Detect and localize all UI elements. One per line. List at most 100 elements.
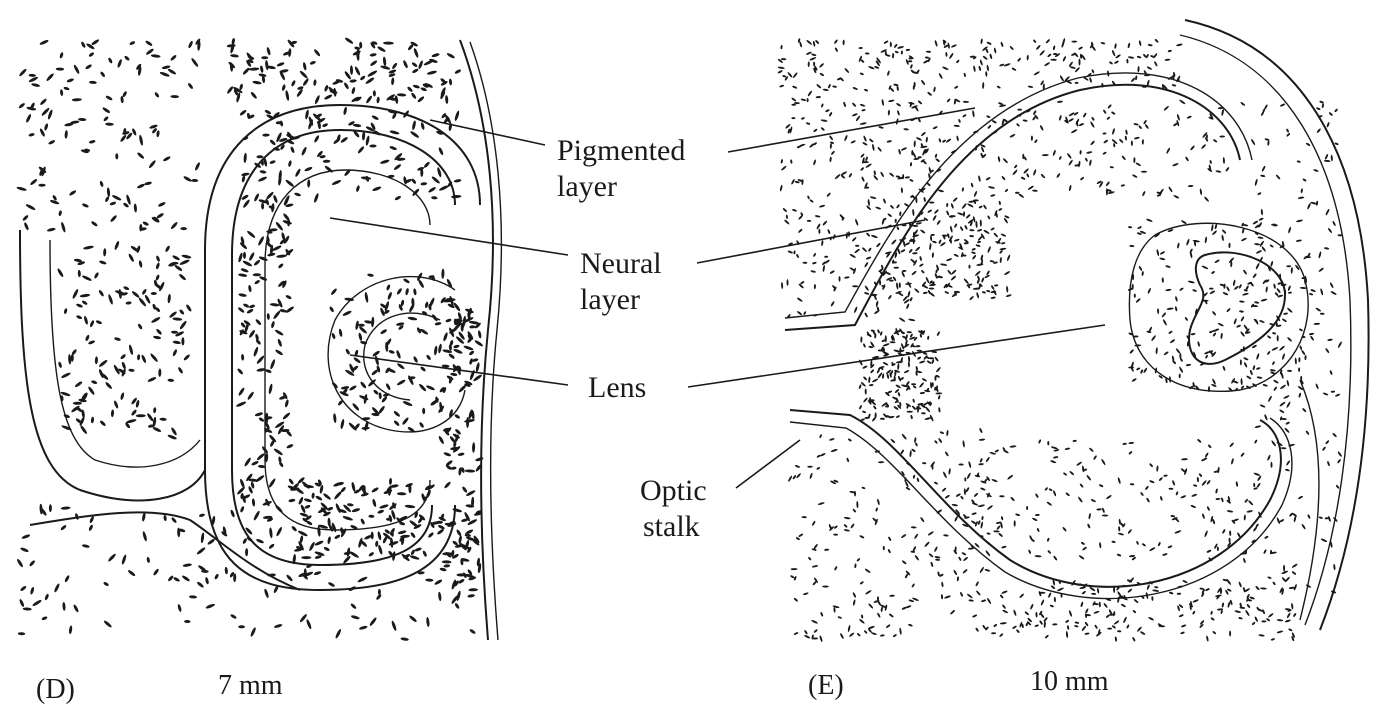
cell-mark xyxy=(442,560,452,563)
cell-mark xyxy=(95,356,98,364)
cell-mark xyxy=(1212,630,1217,634)
cell-mark xyxy=(276,254,287,258)
cell-mark xyxy=(46,73,55,82)
cell-mark xyxy=(882,343,889,347)
cell-mark xyxy=(136,152,144,160)
cell-mark xyxy=(389,130,399,135)
panel-e-letter: (E) xyxy=(808,670,844,701)
cell-mark xyxy=(1273,283,1276,289)
cell-mark xyxy=(795,181,800,184)
cell-mark xyxy=(1087,523,1091,528)
cell-mark xyxy=(980,219,982,226)
cell-mark xyxy=(60,222,66,233)
cell-mark xyxy=(1068,118,1074,123)
cell-mark xyxy=(78,118,87,122)
cell-mark xyxy=(917,100,922,105)
cell-mark xyxy=(1142,543,1147,547)
cell-mark xyxy=(377,531,382,540)
cell-mark xyxy=(938,138,941,143)
cell-mark xyxy=(1053,456,1059,459)
cell-mark xyxy=(868,247,872,252)
cell-mark xyxy=(1249,596,1255,600)
cell-mark xyxy=(338,328,343,337)
cell-mark xyxy=(977,229,983,233)
cell-mark xyxy=(20,547,29,553)
cell-mark xyxy=(413,48,419,59)
cell-mark xyxy=(1000,41,1004,47)
cell-mark xyxy=(977,241,981,244)
cell-mark xyxy=(443,452,451,458)
cell-mark xyxy=(1283,395,1290,400)
cell-mark xyxy=(378,589,381,595)
cell-mark xyxy=(155,255,160,262)
cell-mark xyxy=(1238,617,1243,620)
cell-mark xyxy=(183,563,193,567)
leader-neural-e xyxy=(697,220,925,263)
cell-mark xyxy=(288,498,295,502)
cell-mark xyxy=(925,56,929,58)
cell-mark xyxy=(1181,624,1187,628)
cell-mark xyxy=(786,279,788,286)
cell-mark xyxy=(1276,517,1280,524)
cell-mark xyxy=(1255,263,1260,270)
cell-mark xyxy=(927,531,934,536)
cell-mark xyxy=(188,40,194,49)
cell-mark xyxy=(969,235,974,237)
cell-mark xyxy=(861,247,867,253)
cell-mark xyxy=(908,623,913,627)
cell-mark xyxy=(1239,300,1245,303)
cell-mark xyxy=(1158,477,1163,482)
cell-mark xyxy=(999,247,1006,250)
cell-mark xyxy=(1279,409,1285,414)
cell-mark xyxy=(1217,547,1219,551)
cell-mark xyxy=(1280,384,1287,390)
cell-mark xyxy=(1239,606,1245,609)
cell-mark xyxy=(105,122,114,125)
cell-mark xyxy=(431,53,440,58)
cell-mark xyxy=(358,324,365,327)
cell-mark xyxy=(295,487,305,495)
cell-mark xyxy=(1319,100,1324,104)
cell-mark xyxy=(1131,378,1137,383)
cell-mark xyxy=(1078,555,1085,560)
cell-mark xyxy=(171,331,178,334)
cell-mark xyxy=(834,173,841,179)
cell-mark xyxy=(893,267,899,269)
cell-mark xyxy=(1259,404,1265,408)
cell-mark xyxy=(1178,366,1183,373)
cell-mark xyxy=(1136,367,1141,371)
cell-mark xyxy=(877,612,881,618)
cell-mark xyxy=(1026,173,1030,178)
cell-mark xyxy=(29,178,38,186)
cell-mark xyxy=(64,130,68,139)
cell-mark xyxy=(1162,319,1167,326)
cell-mark xyxy=(1289,512,1294,517)
cell-mark xyxy=(1082,546,1087,551)
cell-mark xyxy=(304,498,313,503)
cell-mark xyxy=(912,399,915,403)
cell-mark xyxy=(1046,537,1049,541)
cell-mark xyxy=(1180,631,1185,634)
cell-mark xyxy=(890,204,895,209)
cell-mark xyxy=(1209,290,1215,295)
cell-mark xyxy=(925,406,931,413)
panel-d-stage: 7 mm xyxy=(218,670,283,701)
cell-mark xyxy=(1219,135,1225,137)
cell-mark xyxy=(331,333,336,340)
cell-mark xyxy=(379,504,389,510)
cell-mark xyxy=(911,583,915,588)
cell-mark xyxy=(162,156,171,163)
cell-mark xyxy=(1143,120,1147,125)
cell-mark xyxy=(378,392,381,399)
cell-mark xyxy=(173,340,182,344)
cell-mark xyxy=(952,197,958,203)
cell-mark xyxy=(1327,338,1333,341)
cell-mark xyxy=(1298,196,1305,199)
cell-mark xyxy=(1091,116,1095,121)
cell-mark xyxy=(365,77,375,85)
cell-mark xyxy=(1318,251,1322,258)
cell-mark xyxy=(1048,592,1052,598)
cell-mark xyxy=(1146,66,1152,70)
cell-mark xyxy=(1320,313,1325,315)
cell-mark xyxy=(158,201,167,207)
